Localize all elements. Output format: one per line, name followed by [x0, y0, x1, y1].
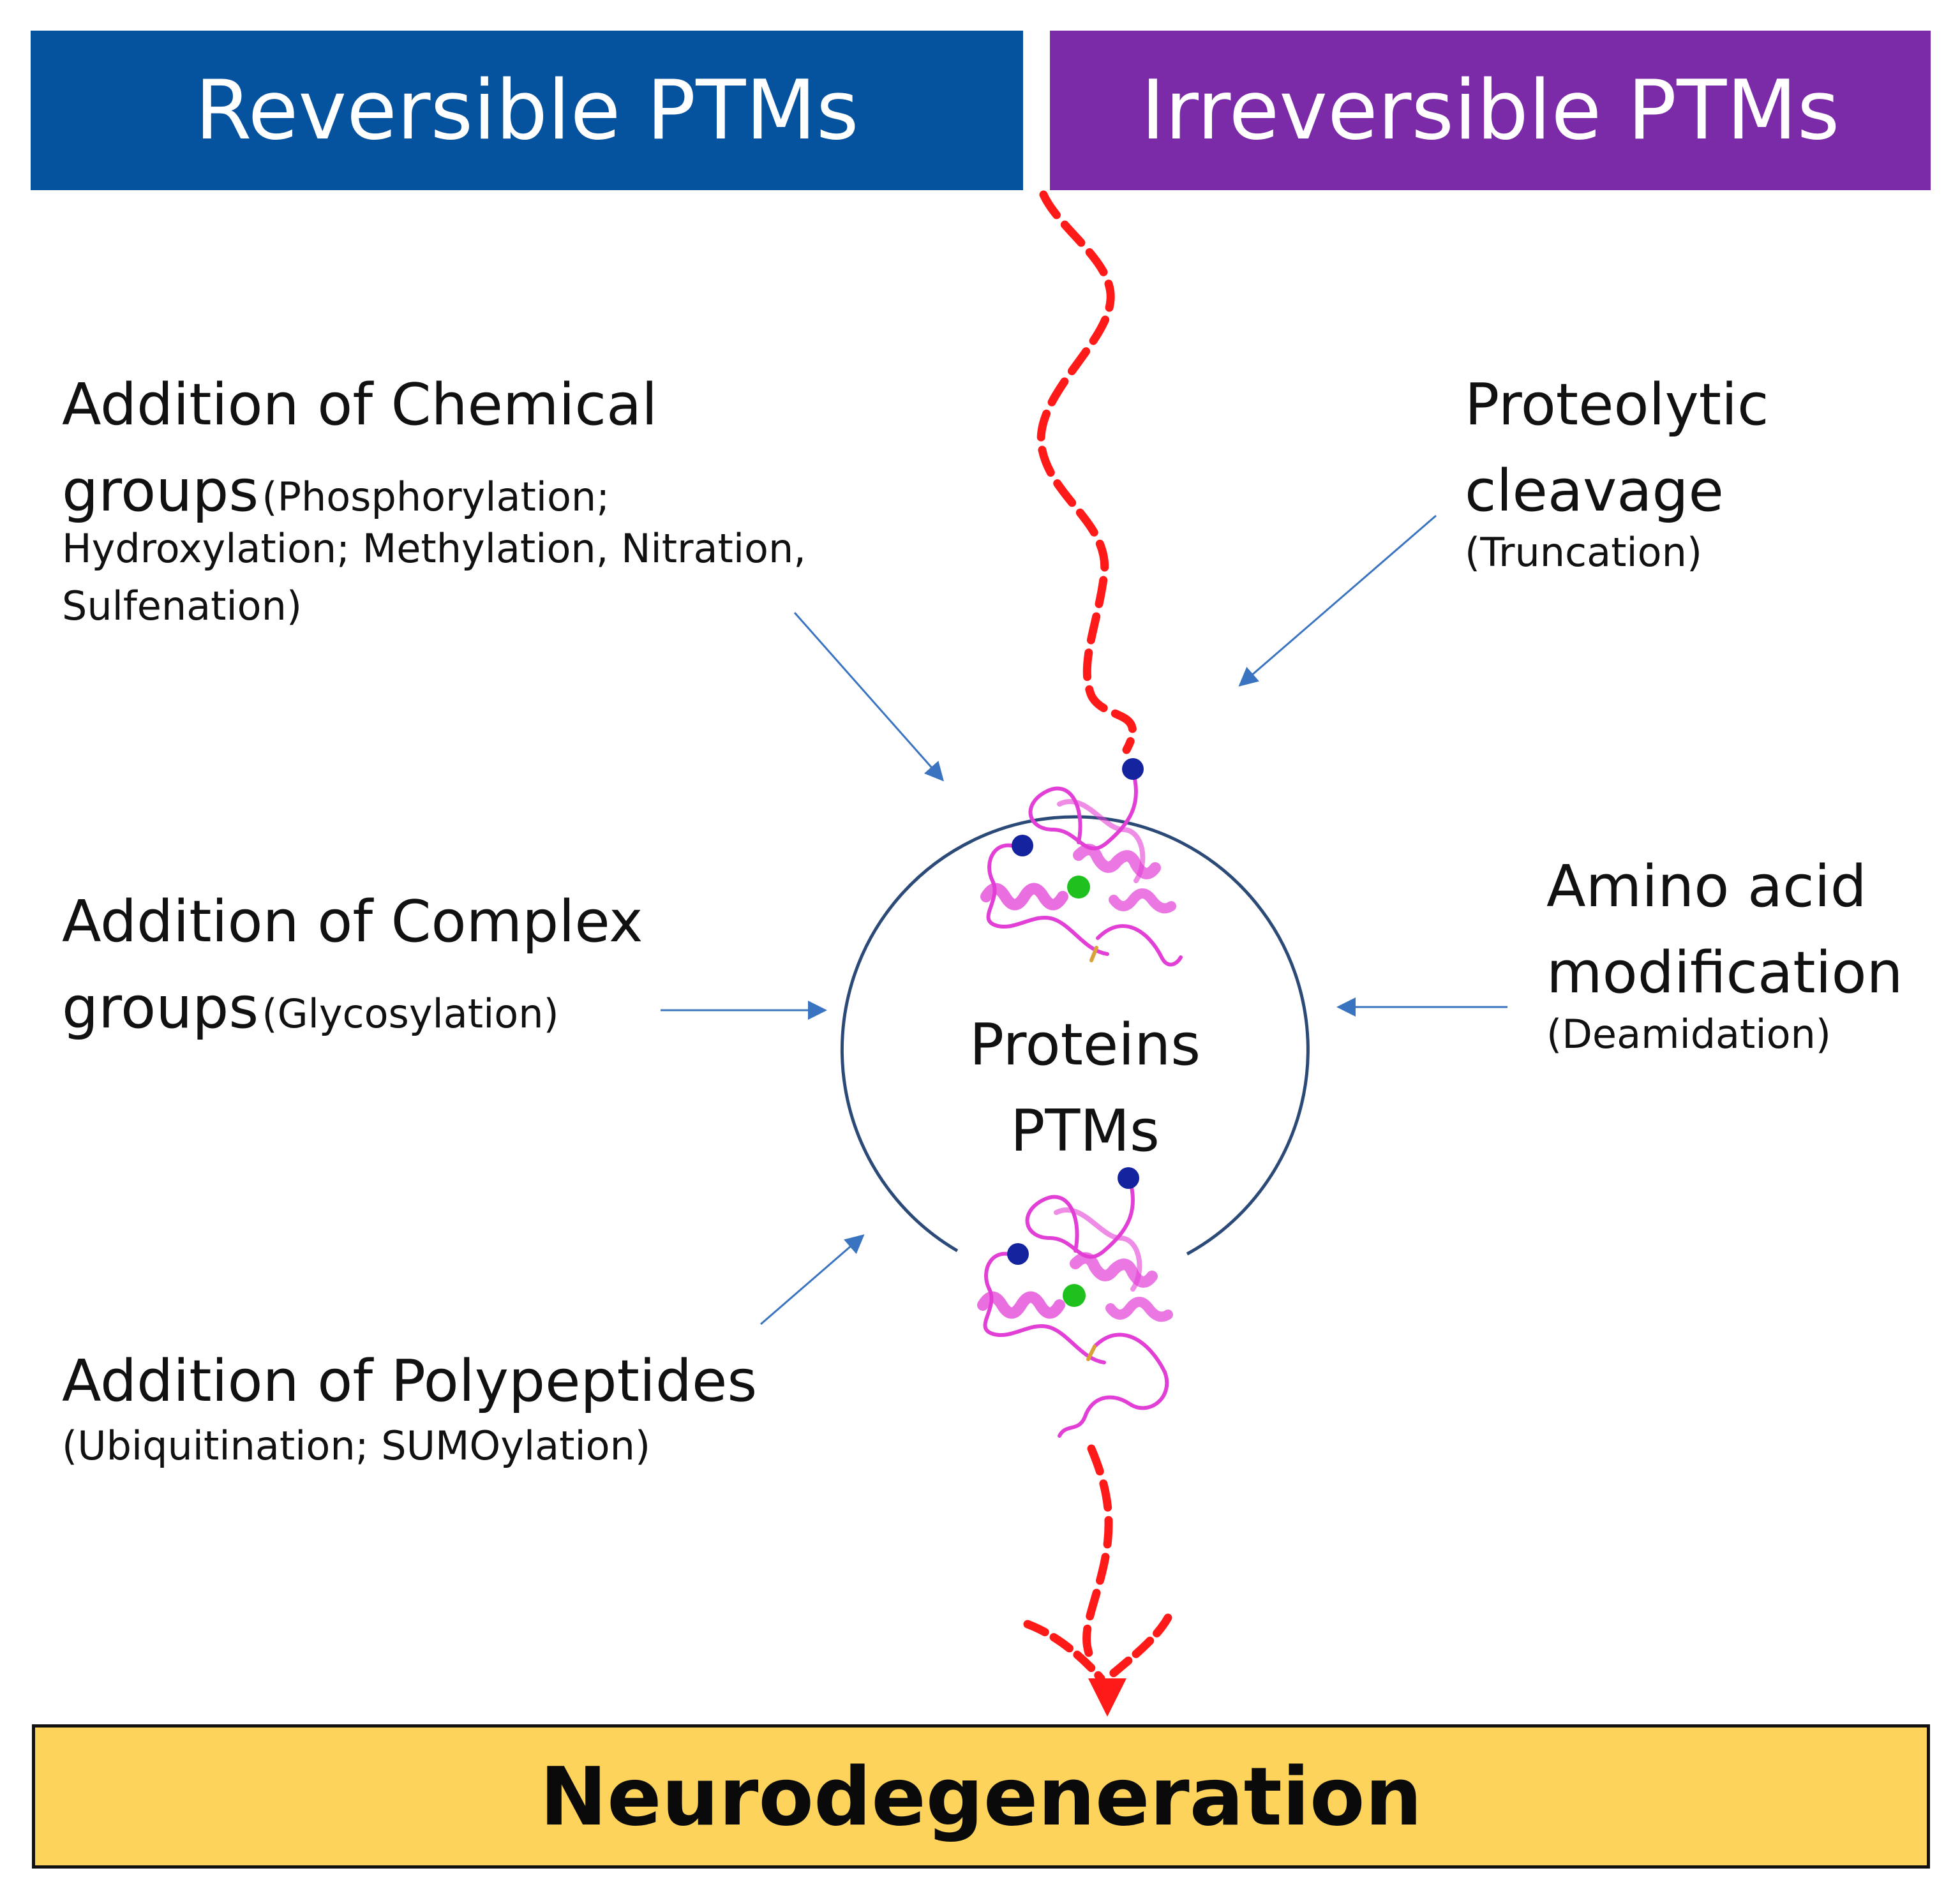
chemical-groups-block: Addition of Chemical groups (Phosphoryla… — [62, 377, 806, 626]
proteolytic-detail: (Truncation) — [1465, 529, 1703, 576]
proteolytic-cleavage-block: Proteolytic cleavage (Truncation) — [1465, 377, 1769, 572]
arrow-polypeptides — [760, 1234, 865, 1325]
center-label-line1: Proteins — [969, 1011, 1201, 1078]
proteolytic-title-line2: cleavage — [1465, 458, 1724, 525]
chemical-title-line2: groups — [62, 458, 259, 525]
neurodegeneration-box: Neurodegeneration — [32, 1724, 1930, 1869]
amino-title-line2: modification — [1546, 939, 1903, 1006]
neurodegeneration-label: Neurodegeneration — [539, 1749, 1423, 1844]
protein-structure-top — [980, 769, 1183, 967]
protein-top-atom-blue-2 — [1012, 835, 1033, 856]
amino-acid-block: Amino acid modification (Deamidation) — [1546, 858, 1903, 1054]
polypeptides-title: Addition of Polypeptides — [62, 1348, 758, 1415]
pathway-top-dashed-line — [1036, 190, 1137, 754]
reversible-ptms-header: Reversible PTMs — [31, 31, 1023, 190]
polypeptides-block: Addition of Polypeptides (Ubiquitination… — [62, 1353, 757, 1466]
complex-groups-block: Addition of Complex groups (Glycosylatio… — [62, 893, 643, 1037]
irreversible-ptms-title: Irreversible PTMs — [1141, 63, 1840, 158]
protein-bottom-atom-blue-2 — [1007, 1243, 1029, 1265]
chemical-title-line1: Addition of Chemical — [62, 371, 658, 438]
pathway-bottom-right-branch — [1103, 1613, 1172, 1683]
pathway-bottom-dashed-line — [1082, 1444, 1113, 1664]
protein-bottom-atom-blue-1 — [1118, 1167, 1139, 1189]
protein-top-atom-blue-1 — [1122, 758, 1144, 780]
complex-detail: (Glycosylation) — [262, 990, 559, 1037]
proteolytic-title-line1: Proteolytic — [1465, 371, 1769, 438]
reversible-ptms-title: Reversible PTMs — [195, 63, 859, 158]
complex-title-line2: groups — [62, 974, 259, 1041]
protein-structure-bottom — [977, 1177, 1173, 1438]
complex-title-line1: Addition of Complex — [62, 888, 643, 955]
proteins-ptms-label: Proteins PTMs — [925, 1002, 1245, 1174]
center-label-line2: PTMs — [1010, 1098, 1160, 1165]
amino-title-line1: Amino acid — [1546, 853, 1867, 920]
arrow-proteolytic — [1238, 514, 1437, 687]
amino-detail: (Deamidation) — [1546, 1011, 1831, 1057]
polypeptides-detail: (Ubiquitination; SUMOylation) — [62, 1422, 651, 1469]
chemical-detail-line1: (Phosphorylation; — [262, 474, 610, 520]
pathway-arrowhead — [1088, 1678, 1126, 1717]
arrow-chemical — [793, 612, 944, 782]
irreversible-ptms-header: Irreversible PTMs — [1050, 31, 1931, 190]
chemical-detail-line3: Sulfenation) — [62, 583, 303, 629]
chemical-detail-line2: Hydroxylation; Methylation, Nitration, — [62, 525, 806, 572]
protein-top-atom-green — [1067, 876, 1090, 899]
pathway-bottom-left-branch — [1023, 1620, 1105, 1683]
protein-bottom-atom-green — [1063, 1284, 1086, 1307]
